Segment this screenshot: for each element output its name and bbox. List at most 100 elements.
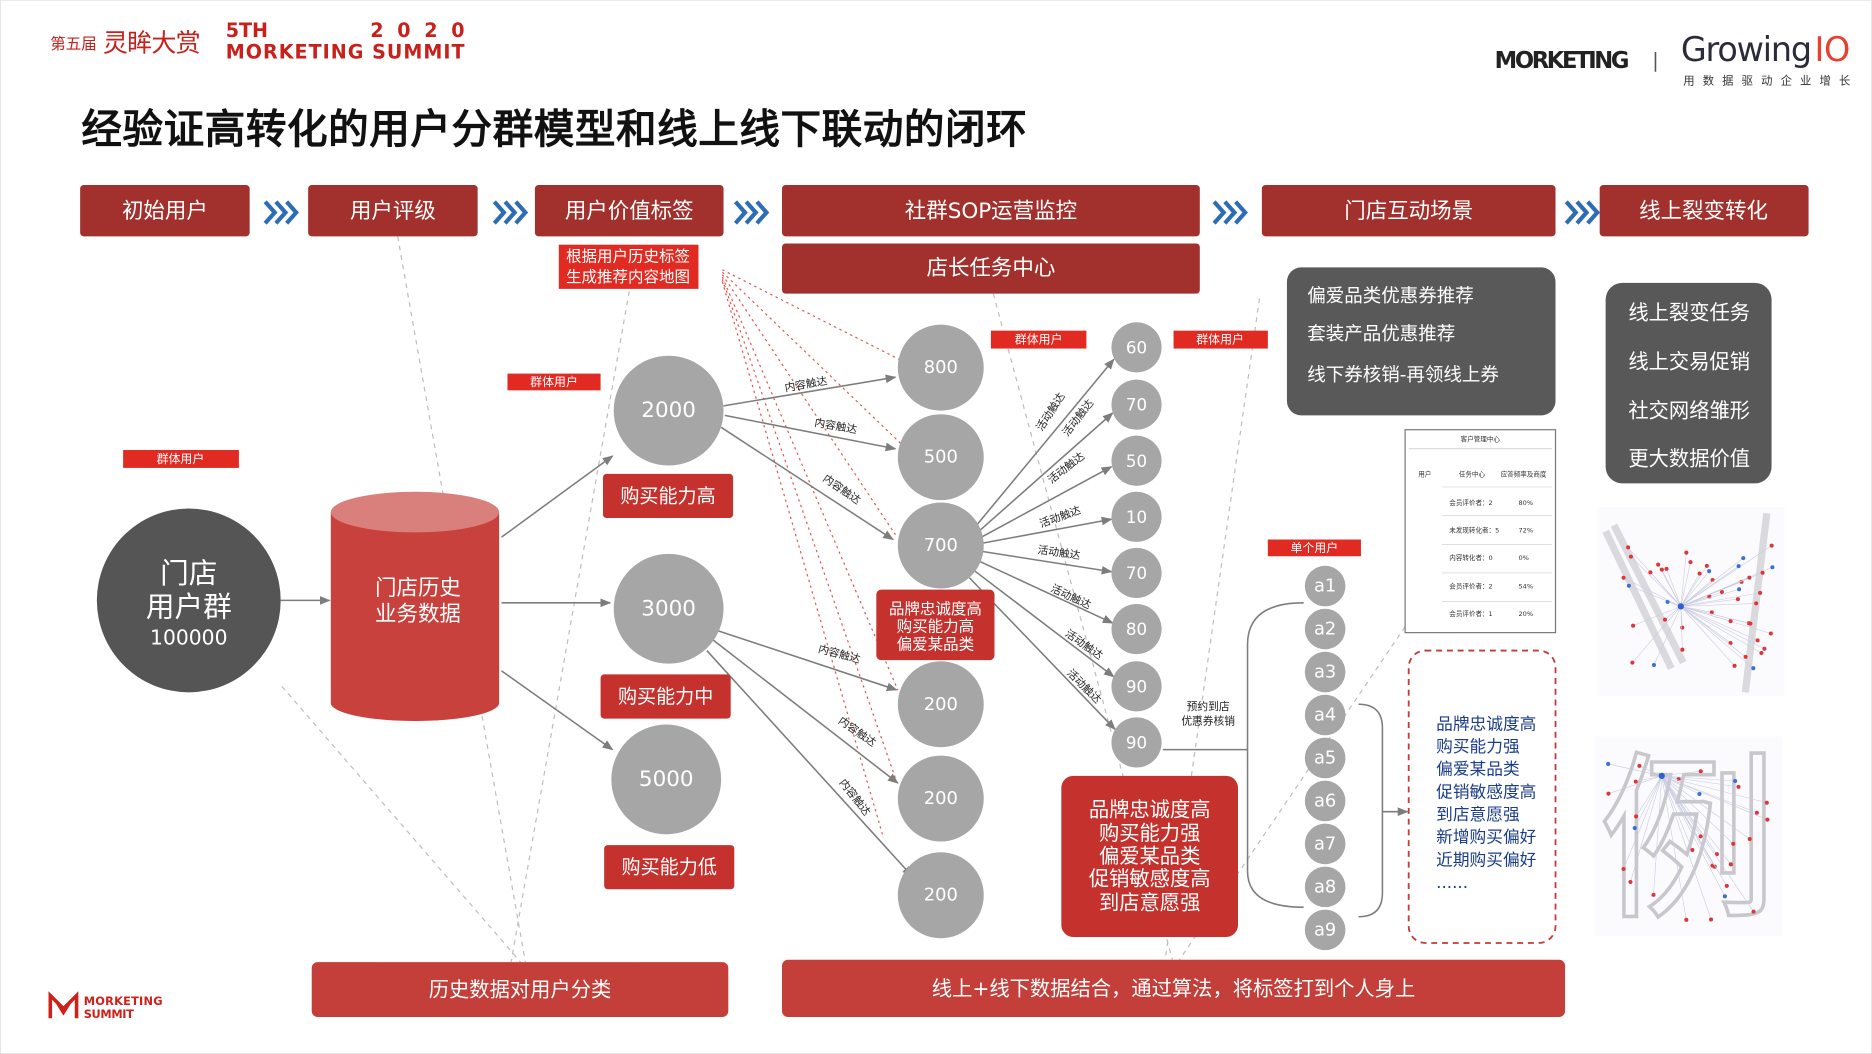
pipeline-step-store-scenes: 门店互动场景	[1261, 185, 1556, 237]
graph-node	[1651, 662, 1657, 668]
subgroup-circle	[1111, 547, 1162, 599]
group-circle	[897, 502, 984, 589]
online-offline-banner: 线上+线下数据结合，通过算法，将标签打到个人身上	[782, 959, 1566, 1017]
graph-edge	[1680, 552, 1687, 607]
graph-edge	[1666, 568, 1682, 607]
task-center-label: 店长任务中心	[927, 256, 1056, 281]
online-conversion-bg	[1605, 282, 1772, 484]
graph-edge	[1680, 592, 1761, 607]
graph-edge	[1661, 775, 1754, 912]
tag-label: 群体用户	[1015, 333, 1063, 347]
graph-node	[1719, 590, 1724, 595]
small-profile-line: 到店意愿强	[1099, 890, 1200, 914]
graph-node	[1714, 852, 1719, 857]
subgroup-value: 10	[1126, 507, 1147, 527]
subgroup-value: 80	[1126, 619, 1147, 639]
growingio-logo-io: IO	[1815, 30, 1851, 69]
mid-profile-line: 偏爱某品类	[897, 636, 975, 654]
graph-edge	[1680, 573, 1700, 607]
graph-node	[1626, 583, 1631, 588]
recommend-map-connectors	[721, 269, 902, 839]
event-name: 灵眸大赏	[103, 28, 201, 57]
graph-node	[1621, 575, 1626, 580]
crm-table-cell: 会员评价者：1	[1449, 609, 1492, 618]
individual-profile-line: 促销敏感度高	[1436, 781, 1536, 801]
graph-node	[1684, 917, 1689, 922]
graph-edge	[1650, 572, 1682, 607]
graph-node	[1633, 779, 1638, 784]
subgroup-value: 70	[1126, 395, 1147, 415]
graph-edge	[1680, 577, 1750, 607]
graph-node	[1765, 817, 1770, 822]
individual-circle	[1304, 737, 1346, 779]
individual-label: a2	[1314, 619, 1336, 640]
graph-edge	[1661, 775, 1768, 820]
database-label: 业务数据	[375, 602, 461, 627]
individual-users: a1 a2 a3 a4 a5 a6 a7 a8 a9	[1304, 565, 1346, 951]
small-profile-line: 偏爱某品类	[1099, 844, 1200, 868]
group-value: 200	[924, 788, 958, 809]
crm-table-cell: 内容转化者：0	[1449, 553, 1492, 562]
group-value: 800	[924, 357, 958, 378]
group-value: 700	[924, 535, 958, 556]
database-body	[330, 512, 500, 704]
recommend-map-note: 根据用户历史标签 生成推荐内容地图	[558, 244, 699, 289]
small-profile-line: 品牌忠诚度高	[1089, 797, 1211, 821]
tier-value: 3000	[641, 596, 696, 621]
banner-label: 线上+线下数据结合，通过算法，将标签打到个人身上	[932, 976, 1415, 1000]
individual-circle	[1304, 909, 1346, 951]
online-conversion-panel: 线上裂变任务 线上交易促销 社交网络雏形 更大数据价值	[1605, 282, 1772, 484]
task-center-box	[782, 243, 1200, 294]
graph-node	[1707, 569, 1712, 574]
graph-node	[1697, 571, 1702, 576]
subgroup-value: 70	[1126, 563, 1147, 583]
recommend-map-box	[558, 244, 699, 289]
individual-circle	[1304, 694, 1346, 736]
arrow-tier-to-group	[716, 629, 898, 691]
individual-profile-line: 品牌忠诚度高	[1436, 713, 1536, 733]
group-value: 200	[924, 885, 958, 906]
single-user-tag: 单个用户	[1267, 539, 1361, 557]
crm-table-header: 应答频率及商度	[1501, 469, 1547, 478]
tag-box	[507, 373, 601, 391]
graph-hub	[1677, 603, 1684, 610]
graph-node	[1626, 545, 1631, 550]
database-icon: 门店历史 业务数据	[330, 491, 500, 721]
graph-node	[1736, 784, 1741, 789]
graph-edge	[1664, 606, 1682, 620]
graph-edge	[1634, 775, 1663, 829]
graph-node	[1770, 565, 1775, 570]
graph-node	[1662, 617, 1667, 622]
morketing-logo: MORKETING	[1495, 48, 1630, 74]
arrow-tier-to-group	[706, 650, 913, 877]
tier-circle	[613, 553, 724, 664]
pipeline-step-value-tags: 用户价值标签	[534, 185, 724, 237]
pipeline-step-box	[1599, 185, 1809, 237]
individual-profile-line: 偏爱某品类	[1436, 759, 1520, 779]
individual-profile-line: 到店意愿强	[1436, 804, 1520, 824]
pipeline-step-box	[1261, 185, 1556, 237]
tag-label: 群体用户	[1196, 333, 1244, 347]
graph-node	[1743, 654, 1748, 659]
graph-edge	[1680, 606, 1731, 622]
group-user-tag: 群体用户	[507, 373, 601, 391]
tier-label-box	[604, 845, 735, 890]
dotted-connector	[721, 279, 896, 779]
growingio-logo-main: Growing	[1681, 30, 1812, 69]
tag-box	[1267, 539, 1361, 557]
store-scenes-bg	[1286, 267, 1556, 416]
graph-node	[1728, 862, 1733, 867]
graph-node	[1690, 847, 1695, 853]
arrow-group-to-subgroup	[978, 560, 1114, 624]
graph-node	[1630, 660, 1635, 665]
chevron-right-icon	[492, 200, 529, 225]
tier-value: 2000	[641, 398, 696, 423]
morketing-mark-icon	[48, 991, 79, 1019]
graph-edge	[1661, 775, 1687, 920]
arrow-tier-to-group	[724, 414, 897, 452]
individual-profile: 品牌忠诚度高 购买能力强 偏爱某品类 促销敏感度高 到店意愿强 新增购买偏好 近…	[1407, 649, 1557, 944]
arrow-group-to-subgroup	[982, 550, 1113, 575]
graph-edge	[1661, 775, 1693, 851]
recommend-map-line: 生成推荐内容地图	[566, 268, 690, 286]
graph-edge	[1661, 775, 1767, 804]
